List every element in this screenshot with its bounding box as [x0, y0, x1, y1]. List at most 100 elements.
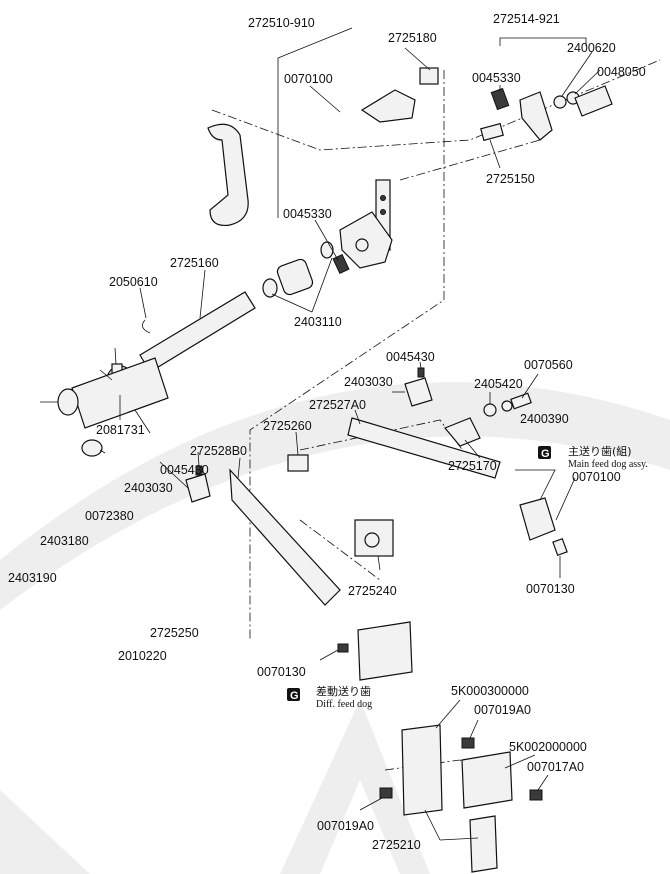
label-0070560: 0070560 [524, 358, 573, 372]
bracket-272510-910 [277, 27, 353, 218]
leader-0070130-left [319, 649, 339, 661]
main-feed-en: Main feed dog assy. [568, 459, 648, 470]
screw-0045330-top [490, 87, 510, 111]
watermark-letter-right [280, 700, 430, 874]
diff-feed-jp: 差動送り歯 [316, 684, 371, 698]
screw-0045330-mid [332, 253, 350, 275]
block-2725240-hole [364, 532, 380, 548]
screw-0070130-left [337, 643, 349, 653]
leader-2403110 [271, 257, 333, 313]
crank-upper [360, 89, 416, 123]
washer-2405420 [483, 403, 497, 417]
leader-2403180 [99, 369, 113, 381]
label-5K002000000: 5K002000000 [509, 740, 587, 754]
label-2403180: 2403180 [40, 534, 89, 548]
leader-2400620 [561, 51, 593, 97]
label-2403190: 2403190 [8, 571, 57, 585]
watermark-arc [0, 382, 670, 610]
label-0072380: 0072380 [85, 509, 134, 523]
leader-0070560 [521, 373, 539, 399]
leader-2050610 [139, 287, 147, 319]
watermark-letter-left [0, 790, 90, 874]
label-272510-910: 272510-910 [248, 16, 315, 30]
bar-hole-2 [380, 209, 386, 215]
clamp-hole [355, 238, 369, 252]
screw-007019A0-top [461, 737, 475, 749]
bar-hole-1 [380, 195, 386, 201]
link-arm [207, 123, 249, 227]
diff-feed-en: Diff. feed dog [316, 699, 372, 710]
g-badge-main-text: G [541, 448, 550, 460]
screw-2725150 [480, 122, 504, 142]
leader-2725150 [489, 139, 501, 169]
leader-2725170 [464, 439, 481, 459]
screw-0070560 [510, 392, 532, 410]
washer-2400620 [553, 95, 567, 109]
label-2725260: 2725260 [263, 419, 312, 433]
leader-0045330-mid [314, 219, 339, 261]
sleeve-right [574, 85, 613, 117]
label-2400390: 2400390 [520, 412, 569, 426]
leader-007019A0-bottom [359, 797, 383, 811]
leader-0048050 [574, 69, 601, 95]
group-diff-feed-dog: G 差動送り歯 Diff. feed dog [287, 684, 372, 710]
g-badge-diff [287, 688, 300, 701]
alignment-line-mid [299, 419, 471, 461]
g-badge-diff-text: G [290, 690, 299, 702]
label-007017A0: 007017A0 [527, 760, 584, 774]
label-272528B0: 272528B0 [190, 444, 247, 458]
label-2010220: 2010220 [118, 649, 167, 663]
ring-2010220 [81, 439, 103, 457]
leader-5K002000000 [504, 754, 536, 769]
label-0070100-top: 0070100 [284, 72, 333, 86]
main-feed-jp: 主送り歯(組) [568, 444, 632, 458]
alignment-line-top [211, 59, 661, 151]
label-2403030-b: 2403030 [124, 481, 173, 495]
plate-5K002000000 [461, 751, 513, 809]
label-007019A0-bottom: 007019A0 [317, 819, 374, 833]
shaft-2725250 [71, 357, 169, 429]
group-main-feed-dog: G 主送り歯(組) Main feed dog assy. [538, 444, 648, 470]
screw-007019A0-bottom [379, 787, 393, 799]
label-0045430-b: 0045430 [160, 463, 209, 477]
alignment-line-right [399, 139, 541, 181]
main-feed-dog [519, 497, 556, 541]
leader-2010220 [99, 449, 106, 454]
alignment-line-vertical [249, 70, 445, 640]
leader-2725180 [404, 47, 431, 71]
leader-272527A0 [354, 409, 361, 425]
leader-2725260 [295, 431, 299, 456]
label-2725240: 2725240 [348, 584, 397, 598]
bracket-272514-921 [499, 37, 587, 46]
leader-0045430-a [419, 361, 422, 369]
collar-2403030-b [185, 473, 211, 503]
label-0070130-left: 0070130 [257, 665, 306, 679]
screw-0070130-right [552, 537, 568, 557]
block-2725180 [419, 67, 439, 85]
label-2725250: 2725250 [150, 626, 199, 640]
label-5K000300000: 5K000300000 [451, 684, 529, 698]
g-badge-main [538, 446, 551, 459]
label-2405420: 2405420 [474, 377, 523, 391]
leader-007017A0 [537, 774, 549, 791]
leader-2725250 [134, 409, 151, 434]
label-2403110: 2403110 [294, 315, 342, 329]
washer-upper [320, 241, 334, 259]
washer-2403110 [262, 278, 278, 298]
screw-0045430-a [417, 367, 425, 378]
plate-5K000300000 [401, 724, 443, 816]
e-ring-2050610 [142, 319, 151, 334]
label-272514-921: 272514-921 [493, 12, 560, 26]
collar-2403030-a [404, 377, 433, 407]
leader-0045430-b [197, 451, 200, 467]
label-2725160: 2725160 [170, 256, 219, 270]
feed-bar-272528B0 [229, 468, 341, 606]
washer-2400390 [501, 400, 513, 412]
crank-2725170 [444, 417, 481, 447]
screw-007017A0 [529, 789, 543, 801]
leader-0070100-top [309, 85, 341, 113]
label-2403030-a: 2403030 [344, 375, 393, 389]
leader-0072380 [114, 347, 117, 365]
label-2725180: 2725180 [388, 31, 437, 45]
